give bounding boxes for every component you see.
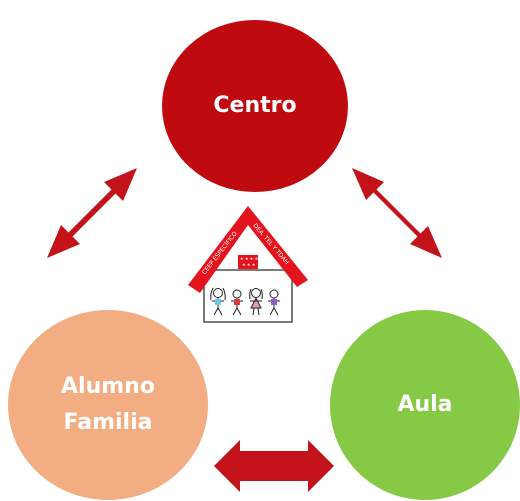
node-aula-label: Aula bbox=[397, 391, 453, 417]
children-drawing-icon bbox=[210, 287, 280, 316]
children-color-accents bbox=[215, 299, 277, 305]
arrow-centro-aula bbox=[352, 168, 442, 258]
node-aula: Aula bbox=[330, 310, 520, 500]
svg-text:★ ★ ★: ★ ★ ★ bbox=[242, 262, 256, 267]
node-familia-label: Familia bbox=[63, 410, 153, 435]
house-roof bbox=[188, 206, 308, 293]
roof-left-text: CEEP ESPECÍFICO bbox=[201, 230, 239, 276]
node-centro-label: Centro bbox=[213, 92, 297, 118]
svg-text:★ ★ ★ ★: ★ ★ ★ ★ bbox=[240, 256, 259, 261]
arrow-alumno-aula bbox=[214, 440, 334, 492]
house-body bbox=[203, 269, 293, 323]
node-centro: Centro bbox=[162, 20, 348, 192]
madrid-flag-icon: ★ ★ ★ ★ ★ ★ ★ bbox=[238, 255, 259, 269]
node-alumno-label: Alumno bbox=[61, 373, 155, 399]
node-alumno-familia: Alumno Familia bbox=[8, 310, 208, 500]
arrow-centro-alumno bbox=[47, 168, 137, 258]
